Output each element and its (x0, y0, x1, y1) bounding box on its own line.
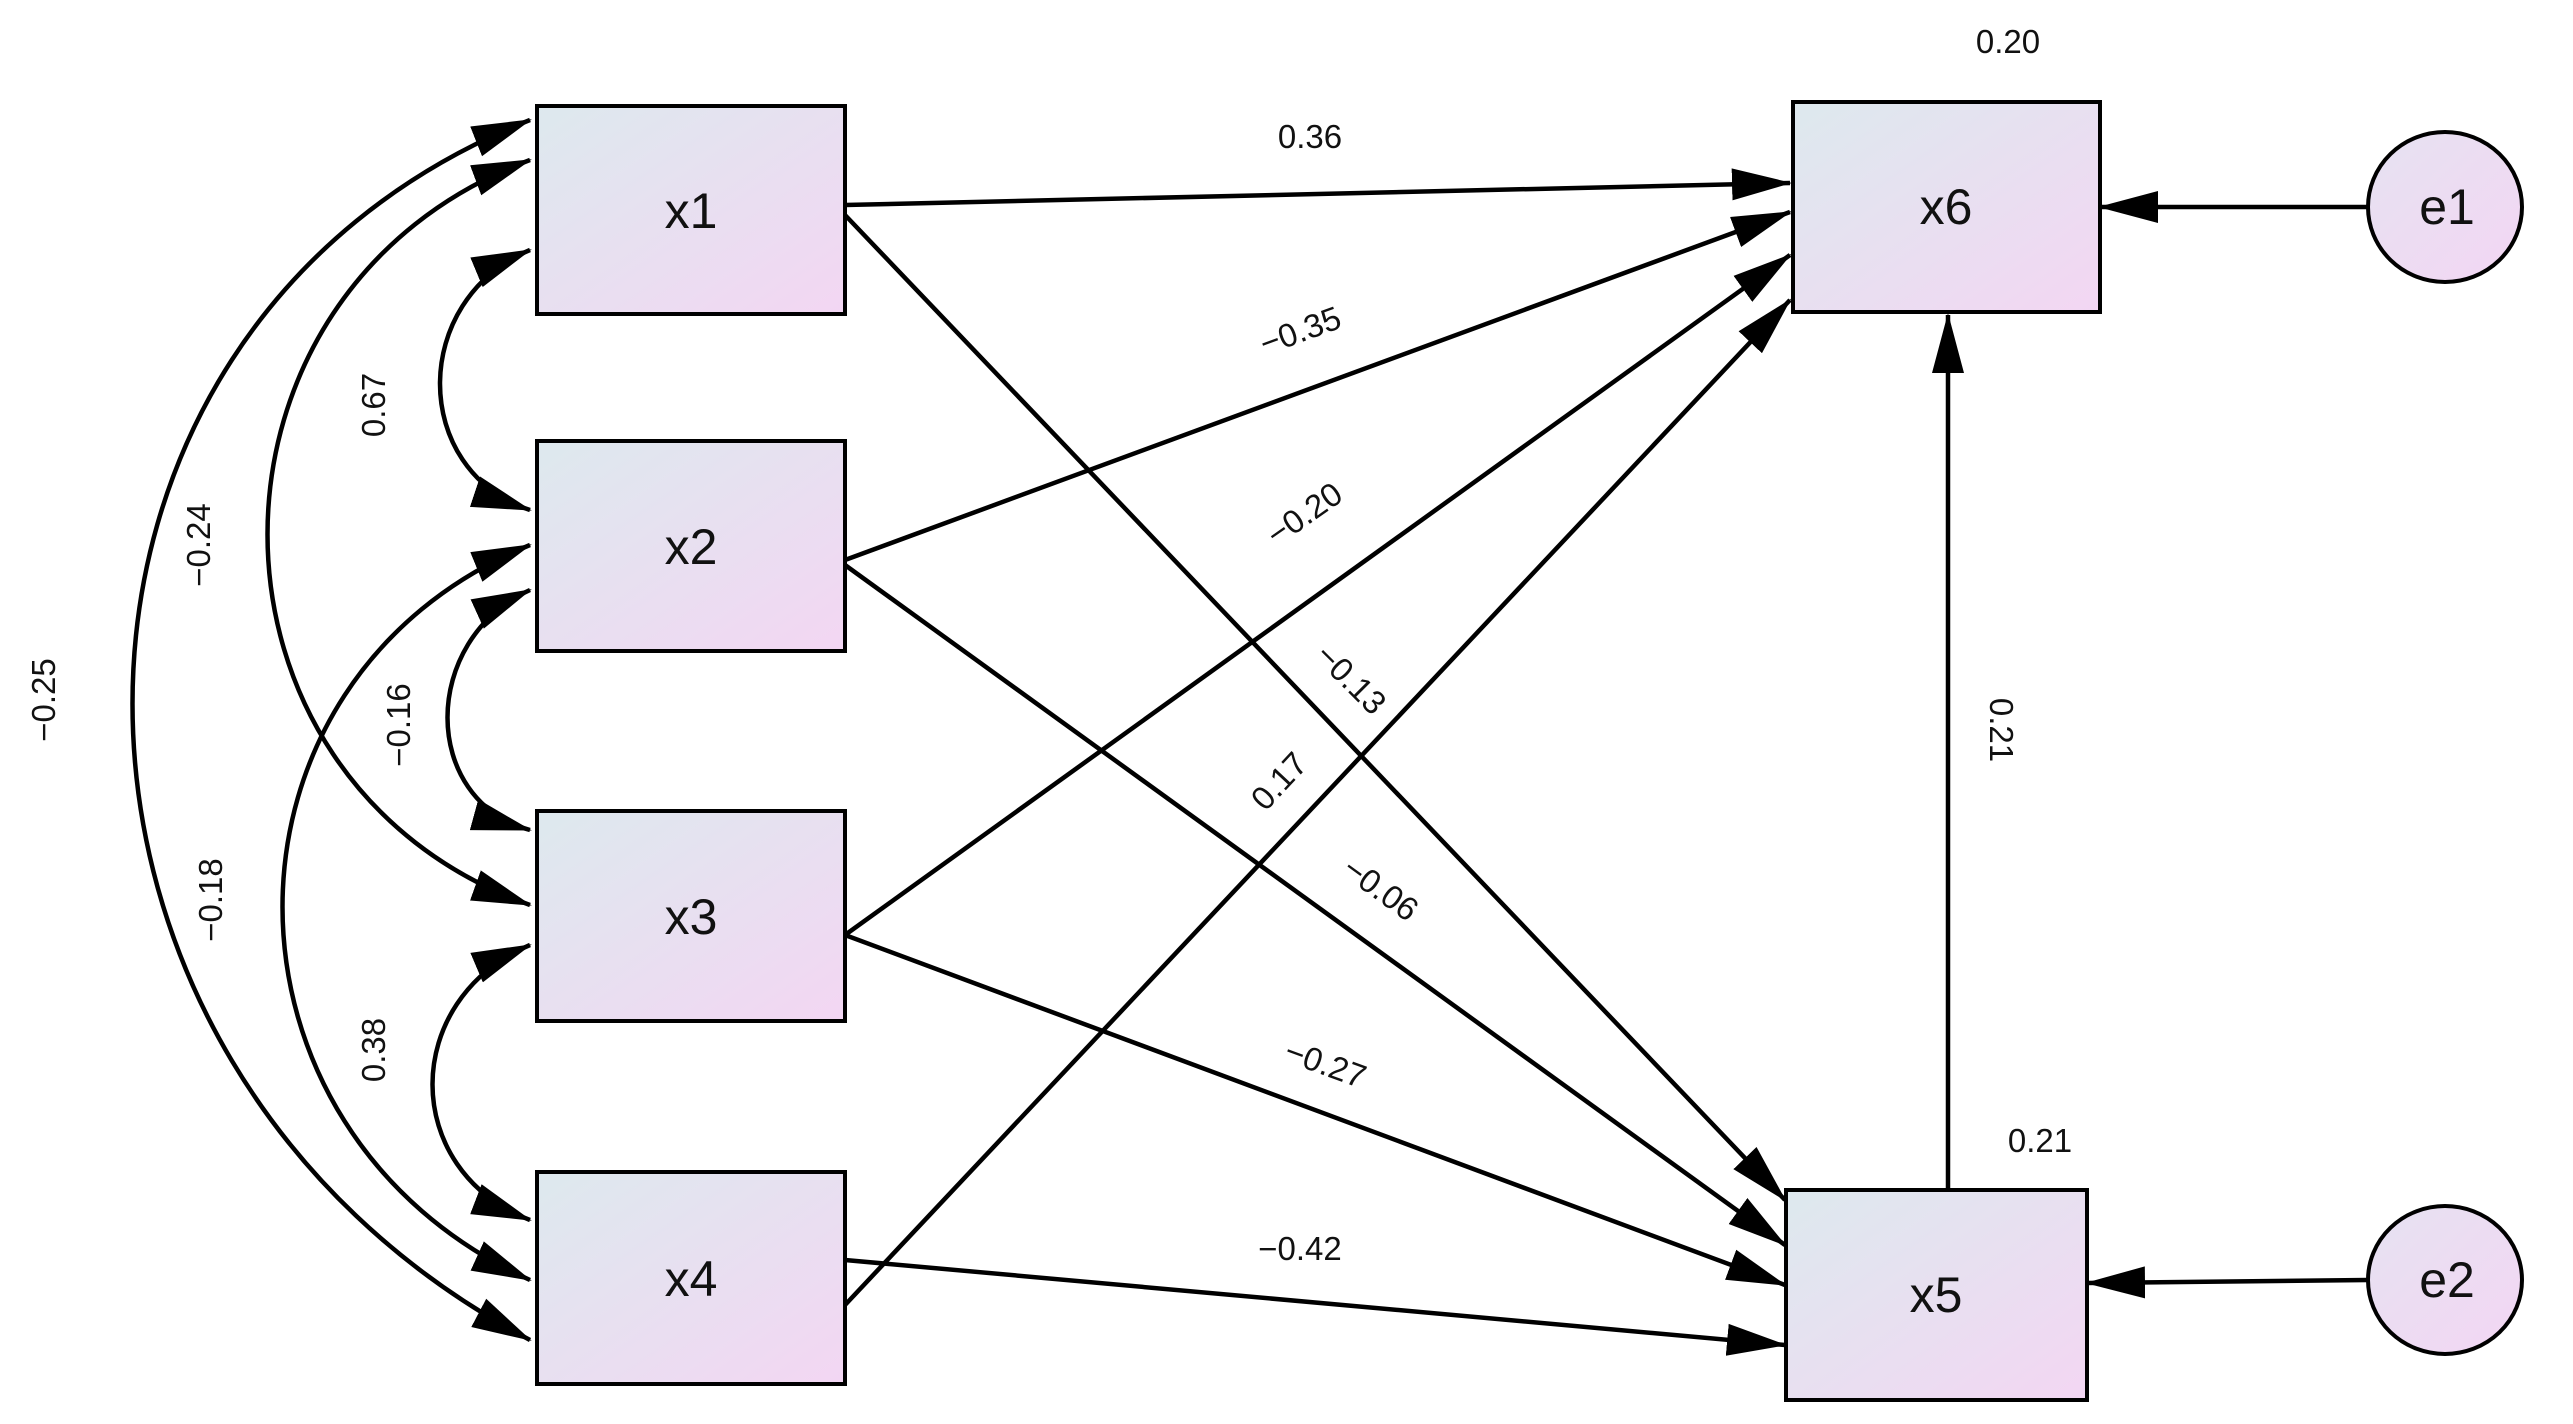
path-x1-x5 (843, 213, 1787, 1202)
coef-x4-x5: −0.42 (1258, 1230, 1342, 1267)
coef-x2-x6: −0.35 (1255, 299, 1346, 362)
node-x2: x2 (535, 439, 847, 653)
node-x5-label: x5 (1910, 1267, 1963, 1323)
cov-x3-x4 (430, 942, 532, 1223)
node-x3: x3 (535, 809, 847, 1023)
path-x3-x6 (843, 253, 1792, 937)
cov-x1-x2 (437, 247, 532, 513)
path-x1-x6 (844, 168, 1792, 208)
coef-x1-x6: 0.36 (1278, 118, 1342, 155)
node-x4-label: x4 (665, 1251, 718, 1307)
cov-x2-x4 (280, 542, 532, 1283)
coef-x2-x5: −0.06 (1336, 849, 1425, 928)
cov-label-x1-x2: 0.67 (355, 373, 392, 437)
node-x6-label: x6 (1920, 179, 1973, 235)
cov-label-x2-x4: −0.18 (192, 858, 229, 942)
coef-x4-x6: 0.17 (1243, 745, 1314, 817)
coef-x5-x6: 0.21 (1983, 698, 2020, 762)
coef-x1-x5: −0.13 (1308, 636, 1393, 721)
node-x5: x5 (1784, 1188, 2089, 1402)
cov-label-x2-x3: −0.16 (380, 683, 417, 767)
coef-x3-x6: −0.20 (1259, 475, 1349, 553)
cov-x1-x3 (265, 157, 532, 908)
path-x4-x5 (844, 1257, 1787, 1356)
cov-x2-x3 (445, 587, 532, 833)
cov-label-x1-x4: −0.25 (25, 658, 62, 742)
node-e1: e1 (2366, 130, 2524, 284)
node-x1: x1 (535, 104, 847, 316)
node-x2-label: x2 (665, 519, 718, 575)
node-e1-label: e1 (2419, 179, 2475, 235)
path-x2-x6 (844, 209, 1792, 563)
cov-label-x1-x3: −0.24 (180, 503, 217, 587)
node-e2: e2 (2366, 1204, 2524, 1356)
node-x3-label: x3 (665, 889, 718, 945)
cov-x1-x4 (130, 117, 532, 1342)
node-e2-label: e2 (2419, 1252, 2475, 1308)
path-x3-x5 (844, 932, 1787, 1288)
node-x4: x4 (535, 1170, 847, 1386)
path-x2-x5 (843, 563, 1787, 1247)
path-layer (843, 168, 2369, 1356)
path-x4-x6 (843, 298, 1792, 1307)
node-x1-label: x1 (665, 183, 718, 239)
r2-x6: 0.20 (1976, 23, 2040, 60)
coef-x3-x5: −0.27 (1280, 1032, 1371, 1095)
covariance-layer (130, 117, 532, 1342)
r2-x5: 0.21 (2008, 1122, 2072, 1159)
cov-label-x3-x4: 0.38 (355, 1018, 392, 1082)
path-e2-x5 (2085, 1266, 2369, 1299)
node-x6: x6 (1791, 100, 2102, 314)
